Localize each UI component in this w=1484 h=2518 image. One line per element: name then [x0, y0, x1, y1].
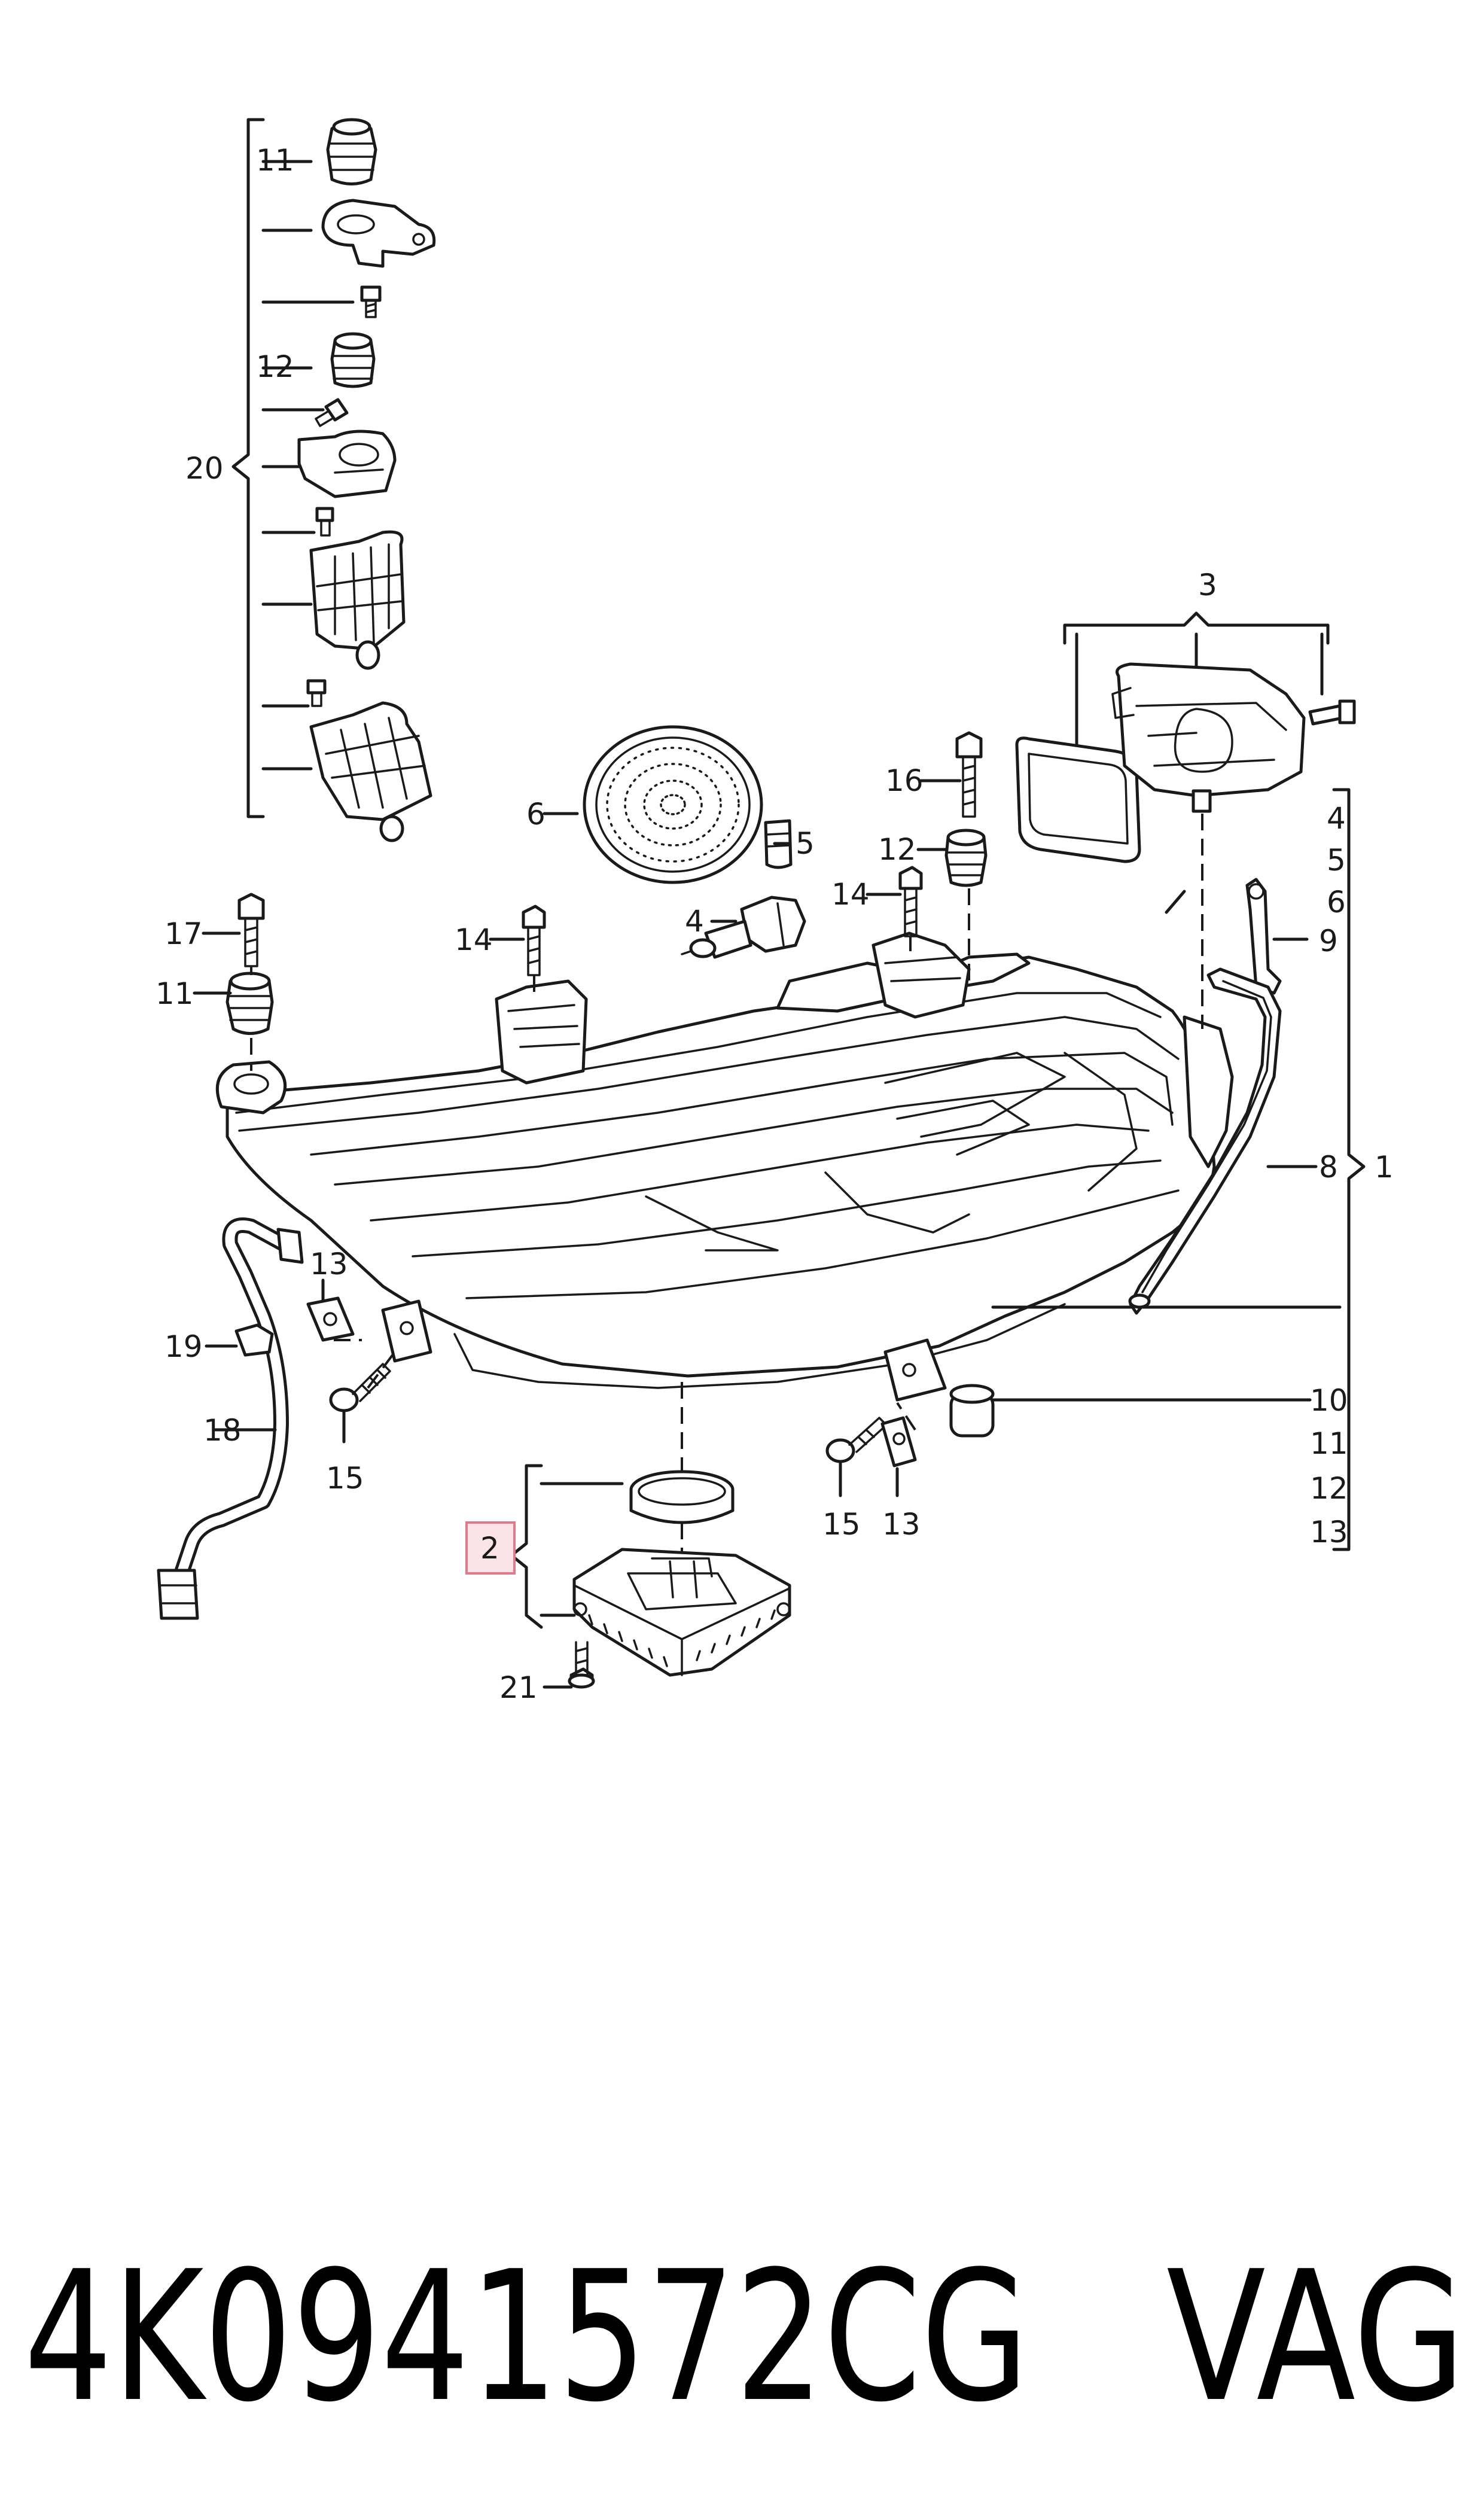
rubber-plug-part-12-left [330, 332, 376, 388]
label-6-bracket: 6 [1327, 885, 1346, 919]
screw-part-17 [237, 893, 265, 967]
label-13-left: 13 [310, 1247, 348, 1281]
label-6: 6 [526, 797, 546, 832]
rubber-buffer-part-10 [949, 1384, 995, 1438]
label-11-left: 11 [156, 976, 194, 1011]
label-16: 16 [885, 763, 924, 798]
rubber-plug-part-12-mid [944, 829, 988, 887]
label-13-bracket: 13 [1310, 1515, 1348, 1549]
part-number: 4K0941572CG [24, 2233, 1029, 2441]
screw-small-lower [306, 679, 327, 707]
label-12-bracket: 12 [1310, 1471, 1348, 1506]
cable-clip-part-19 [234, 1323, 274, 1357]
label-11: 11 [256, 143, 294, 178]
repair-bracket-upper [309, 530, 406, 670]
label-13-right: 13 [882, 1507, 921, 1542]
label-17: 17 [164, 917, 203, 951]
leader-lines [193, 779, 962, 1689]
label-21: 21 [499, 1670, 538, 1705]
brand-name: VAG [1166, 2233, 1465, 2441]
label-4: 4 [685, 904, 704, 939]
wiring-harness-part-18 [157, 1217, 304, 1620]
label-4-bracket: 4 [1327, 801, 1346, 836]
screw-part-16 [955, 731, 983, 818]
seal-gasket-rectangular [1015, 736, 1141, 863]
label-19: 19 [164, 1329, 203, 1364]
screw-small-angled [315, 398, 349, 427]
led-module-top-right [1111, 662, 1356, 813]
label-2: 2 [480, 1531, 499, 1566]
screw-part-14-left [522, 905, 546, 976]
highlight-box [465, 1521, 516, 1575]
label-1: 1 [1375, 1150, 1394, 1185]
headlight-housing-part-1 [215, 931, 1234, 1402]
bracket-group-1 [991, 788, 1366, 1551]
label-10: 10 [1310, 1383, 1348, 1418]
cover-cap-part-6 [583, 725, 763, 884]
rubber-plug-part-11-left [226, 972, 274, 1035]
label-14-mid: 14 [831, 877, 870, 912]
screw-small-mid [315, 507, 334, 537]
label-15-right: 15 [822, 1507, 861, 1542]
label-5: 5 [796, 826, 815, 861]
bulb-socket-part-4 [681, 896, 806, 959]
repair-bracket-lower [309, 701, 432, 842]
mounting-bracket-lower [297, 430, 397, 498]
highlighted-label-2: 2 [465, 1521, 516, 1575]
seal-strip-part-8 [1128, 967, 1282, 1315]
label-8: 8 [1319, 1150, 1338, 1185]
label-18: 18 [203, 1413, 242, 1448]
screw-part-15-left [329, 1363, 391, 1412]
screw-small-top [360, 285, 382, 318]
seal-ring [629, 1470, 735, 1524]
assembly-lines [250, 814, 1203, 1585]
clip-part-9 [1245, 878, 1282, 995]
label-5-bracket: 5 [1327, 843, 1346, 878]
mounting-bracket-clip [321, 199, 436, 268]
label-11-bracket: 11 [1310, 1426, 1348, 1461]
bracket-group-3 [1063, 611, 1330, 753]
label-14-left: 14 [455, 922, 493, 957]
clip-nut-part-13-left [306, 1296, 355, 1342]
footer: 4K0941572CG VAG [24, 2233, 1465, 2441]
label-12: 12 [256, 349, 294, 384]
rubber-plug-part-11 [326, 118, 377, 185]
label-12-mid: 12 [878, 832, 916, 867]
control-unit-part-2 [572, 1548, 791, 1677]
screw-part-21 [568, 1641, 595, 1689]
label-20: 20 [185, 451, 224, 486]
bracket-group-20 [231, 118, 355, 818]
label-15-left: 15 [326, 1461, 364, 1496]
clip-nut-part-13-right [880, 1416, 917, 1467]
screw-part-14-mid [898, 866, 923, 937]
screw-part-15-right [825, 1417, 888, 1463]
label-3: 3 [1198, 568, 1217, 602]
part-labels: 11 12 20 3 6 16 5 12 14 4 14 17 11 4 5 6… [156, 143, 1394, 1705]
label-9: 9 [1319, 924, 1338, 958]
